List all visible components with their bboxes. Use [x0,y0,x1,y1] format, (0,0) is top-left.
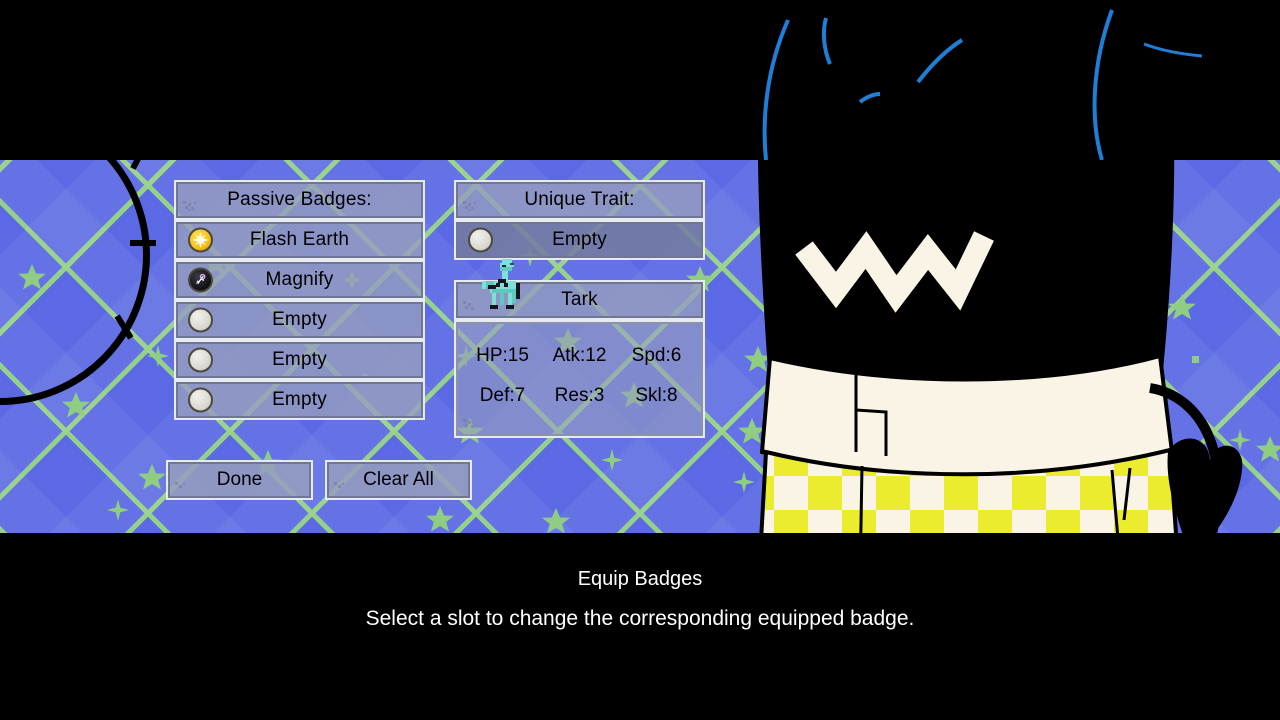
badge-slot-0-label: Flash Earth [249,229,350,250]
empty-slot-icon [188,347,213,373]
badge-slot-4-label: Empty [272,389,327,410]
badge-slot-1[interactable]: Magnify [174,260,425,300]
stat-spd: Spd:6 [631,345,682,366]
stat-res: Res:3 [554,385,605,406]
character-name-panel: Tark [454,259,705,320]
passive-badges-header-label: Passive Badges: [227,189,372,210]
stat-atk: Atk:12 [552,345,607,366]
caption-body: Select a slot to change the correspondin… [365,607,915,630]
empty-slot-icon [188,307,213,333]
magnify-badge-icon [188,267,213,293]
badge-slot-3[interactable]: Empty [174,340,425,380]
unique-trait-slot[interactable]: Empty [454,220,705,260]
empty-slot-icon [188,387,213,413]
badge-slot-3-label: Empty [272,349,327,370]
done-button-label: Done [216,469,263,490]
done-button[interactable]: Done [166,460,313,500]
badge-slot-2-label: Empty [272,309,327,330]
passive-badges-header: Passive Badges: [174,180,425,220]
letterbox-bottom [0,533,1280,720]
badge-slot-2[interactable]: Empty [174,300,425,340]
badge-slot-1-label: Magnify [265,269,334,290]
scene-viewport: Passive Badges: [0,160,1280,533]
caption-title: Equip Badges [577,568,703,590]
unique-trait-slot-label: Empty [552,229,607,250]
unique-trait-header: Unique Trait: [454,180,705,220]
character-hair-overflow [757,0,1203,160]
character-name-label: Tark [561,289,598,310]
letterbox-top [0,0,1280,160]
stat-hp: HP:15 [476,345,529,366]
stat-def: Def:7 [479,385,526,406]
character-stats-panel: HP:15 Atk:12 Spd:6 Def:7 Res:3 Skl:8 [454,320,705,438]
tark-creature-sprite [482,259,520,309]
badge-slot-0[interactable]: Flash Earth [174,220,425,260]
unique-trait-header-label: Unique Trait: [524,189,635,210]
clear-all-button-label: Clear All [363,469,434,490]
badge-slot-4[interactable]: Empty [174,380,425,420]
empty-slot-icon [468,227,493,253]
flash-earth-badge-icon [188,227,213,253]
stat-skl: Skl:8 [635,385,678,406]
clear-all-button[interactable]: Clear All [325,460,472,500]
